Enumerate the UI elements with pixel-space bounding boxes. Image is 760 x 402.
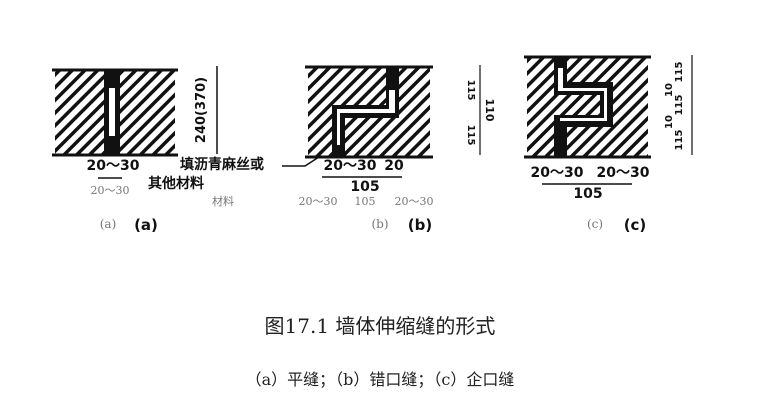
c-dim5: 115 bbox=[674, 130, 685, 151]
joint-a-flat: 240(370) 20～30 20～30 (a) (a) bbox=[52, 66, 218, 234]
a-height-label: 240(370) bbox=[194, 77, 209, 143]
c-dim4: 10 bbox=[664, 115, 675, 129]
callout-ghost: 材料 bbox=[212, 194, 234, 208]
a-ghost-label: 20～30 bbox=[91, 184, 130, 197]
b-dim-a: 115 bbox=[465, 80, 476, 101]
a-label: (a) bbox=[134, 216, 158, 234]
c-width-label1: 20～30 bbox=[531, 165, 584, 181]
callout-line1: 填沥青麻丝或 bbox=[180, 156, 264, 173]
c-dim2: 10 bbox=[664, 83, 675, 97]
b-width-label1: 20～30 bbox=[324, 158, 377, 174]
a-label-small: (a) bbox=[100, 217, 117, 231]
b-ghost3: 105 bbox=[355, 195, 376, 208]
figure-caption: 图17.1 墙体伸缩缝的形式 bbox=[264, 314, 496, 338]
b-ghost2: 20～30 bbox=[395, 195, 434, 208]
c-width-label2: 20～30 bbox=[597, 165, 650, 181]
b-label-small: (b) bbox=[371, 217, 388, 231]
expansion-joint-diagram: 240(370) 20～30 20～30 (a) (a) 填沥青麻丝或 其他材料… bbox=[52, 55, 693, 234]
joint-c-tongue: 115 10 115 10 115 20～30 20～30 105 (c) (c… bbox=[524, 55, 693, 234]
c-label-small: (c) bbox=[587, 217, 603, 231]
figure-subcaption: （a）平缝；（b）错口缝；（c）企口缝 bbox=[245, 370, 515, 389]
a-width-label: 20～30 bbox=[87, 158, 140, 174]
b-label: (b) bbox=[408, 216, 432, 234]
b-ghost1: 20～30 bbox=[299, 195, 338, 208]
filler-callout: 填沥青麻丝或 其他材料 材料 bbox=[148, 154, 323, 208]
b-overall: 105 bbox=[350, 179, 379, 195]
c-overall: 105 bbox=[573, 186, 602, 202]
joint-b-staggered: 115 115 110 20～30 20 105 20～30 105 20～30… bbox=[299, 65, 496, 234]
b-dim-total: 110 bbox=[483, 99, 496, 122]
b-width-label2: 20 bbox=[384, 158, 404, 174]
c-dim3: 115 bbox=[674, 95, 685, 116]
callout-line2: 其他材料 bbox=[148, 175, 204, 192]
c-dim1: 115 bbox=[674, 62, 685, 83]
b-dim-b: 115 bbox=[465, 125, 476, 146]
c-label: (c) bbox=[624, 216, 647, 234]
